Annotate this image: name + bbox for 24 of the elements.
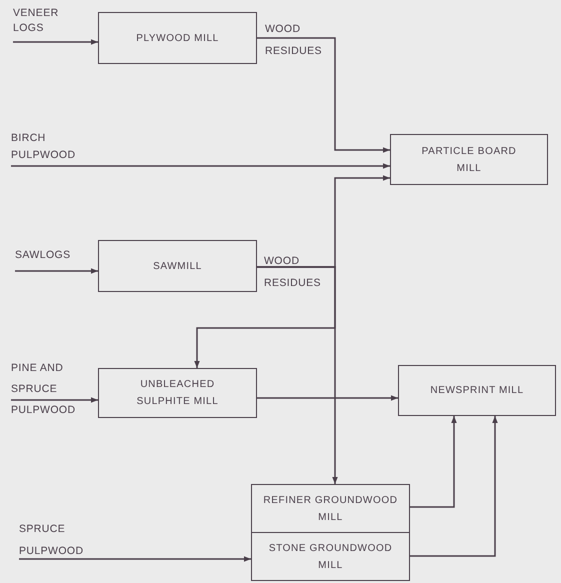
process-box: UNBLEACHED SULPHITE MILL <box>98 368 257 418</box>
arrow <box>257 37 390 153</box>
process-box: NEWSPRINT MILL <box>398 365 556 416</box>
arrow <box>15 268 98 274</box>
input-label: BIRCH PULPWOOD <box>11 130 101 164</box>
arrow <box>257 266 338 484</box>
process-box: PARTICLE BOARD MILL <box>390 134 548 185</box>
edge-label: WOOD RESIDUES <box>264 254 322 291</box>
process-box: PLYWOOD MILL <box>98 12 257 64</box>
arrow <box>257 395 398 401</box>
input-label: VENEER LOGS <box>13 6 73 36</box>
arrow <box>11 163 390 169</box>
process-box: SAWMILL <box>98 240 257 292</box>
process-box: REFINER GROUNDWOOD MILL <box>251 484 410 533</box>
process-box: STONE GROUNDWOOD MILL <box>251 532 410 581</box>
input-label: SPRUCE PULPWOOD <box>19 518 109 562</box>
arrow <box>13 39 98 45</box>
arrow <box>11 397 98 403</box>
edge-label: WOOD RESIDUES <box>265 22 323 59</box>
arrow <box>19 556 251 562</box>
arrow <box>410 416 457 508</box>
input-label: PINE AND SPRUCE PULPWOOD <box>11 358 83 421</box>
arrow <box>410 416 498 557</box>
input-label: SAWLOGS <box>15 248 85 263</box>
